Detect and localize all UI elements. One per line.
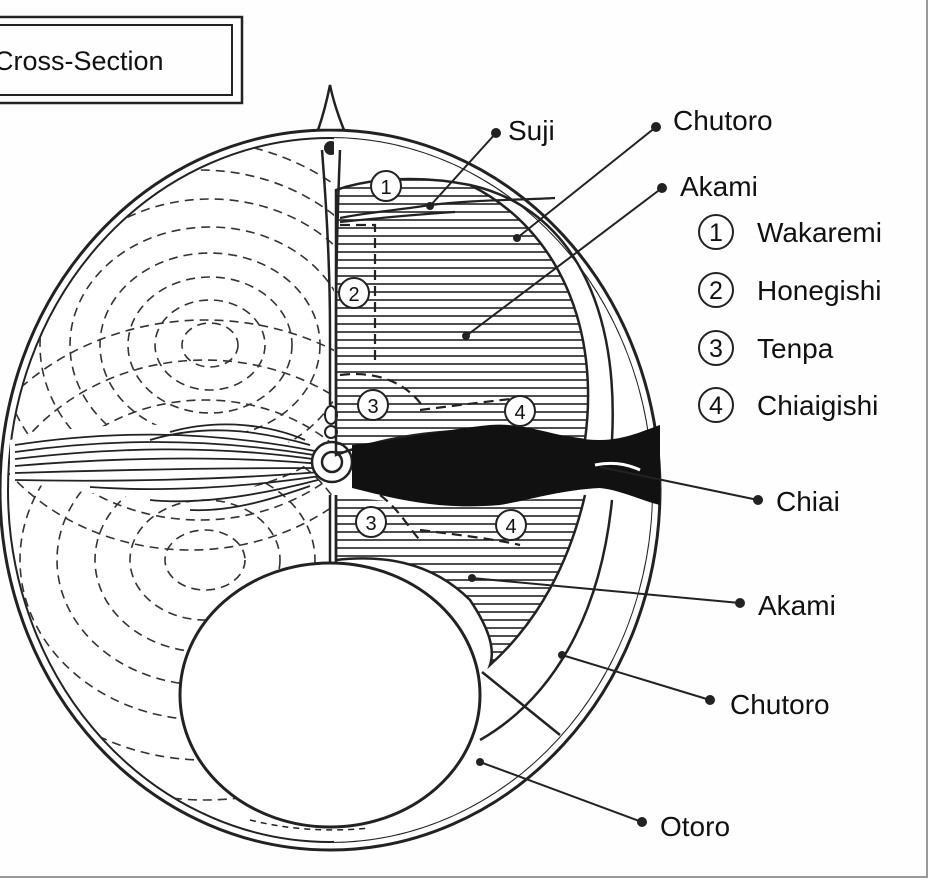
region-marker-chiaigishi-lower: 4	[495, 509, 527, 541]
chiai-highlight	[594, 461, 641, 472]
legend-item-tenpa: 3 Tenpa	[698, 330, 834, 366]
svg-text:3: 3	[367, 396, 378, 418]
svg-text:3: 3	[709, 335, 723, 363]
label-chutoro-bottom: Chutoro	[730, 689, 830, 720]
label-chutoro-top: Chutoro	[673, 105, 773, 136]
svg-text:1: 1	[380, 177, 391, 199]
svg-text:4: 4	[505, 516, 516, 538]
dorsal-fin	[316, 84, 346, 132]
svg-text:Honegishi: Honegishi	[757, 275, 882, 306]
otoro-belly	[178, 561, 561, 831]
region-marker-tenpa-lower: 3	[355, 506, 387, 538]
region-marker-honegishi: 2	[338, 277, 370, 309]
internal-dashed-lines	[339, 223, 521, 547]
svg-text:Chiaigishi: Chiaigishi	[757, 390, 878, 421]
svg-text:4: 4	[709, 392, 723, 420]
svg-text:1: 1	[709, 219, 723, 247]
svg-text:3: 3	[365, 513, 376, 535]
region-marker-wakaremi: 1	[370, 170, 402, 202]
left-dark-streak	[10, 423, 322, 512]
legend-item-honegishi: 2 Honegishi	[698, 272, 882, 308]
svg-text:4: 4	[514, 402, 525, 424]
legend: 1 Wakaremi 2 Honegishi 3 Tenpa 4 Chiaigi…	[698, 214, 882, 423]
leader-lines	[426, 122, 763, 827]
chiai-dark-region	[352, 424, 660, 507]
svg-text:Wakaremi: Wakaremi	[757, 217, 882, 248]
region-marker-tenpa-upper: 3	[357, 389, 389, 421]
label-chiai: Chiai	[776, 486, 840, 517]
chutoro-band-lines	[469, 183, 614, 742]
label-akami-bottom: Akami	[758, 590, 836, 621]
svg-text:2: 2	[348, 284, 359, 306]
svg-text:2: 2	[709, 277, 723, 305]
title-box: Cross-Section	[0, 15, 244, 105]
region-markers: 1 2 3 4 3 4	[338, 170, 536, 541]
diagram-title: Cross-Section	[0, 46, 164, 76]
legend-item-chiaigishi: 4 Chiaigishi	[698, 387, 878, 423]
label-otoro: Otoro	[660, 811, 730, 842]
label-suji: Suji	[508, 115, 555, 146]
region-marker-chiaigishi-upper: 4	[504, 395, 536, 427]
svg-text:Tenpa: Tenpa	[757, 333, 834, 364]
legend-item-wakaremi: 1 Wakaremi	[698, 214, 882, 250]
label-akami-top: Akami	[680, 171, 758, 202]
